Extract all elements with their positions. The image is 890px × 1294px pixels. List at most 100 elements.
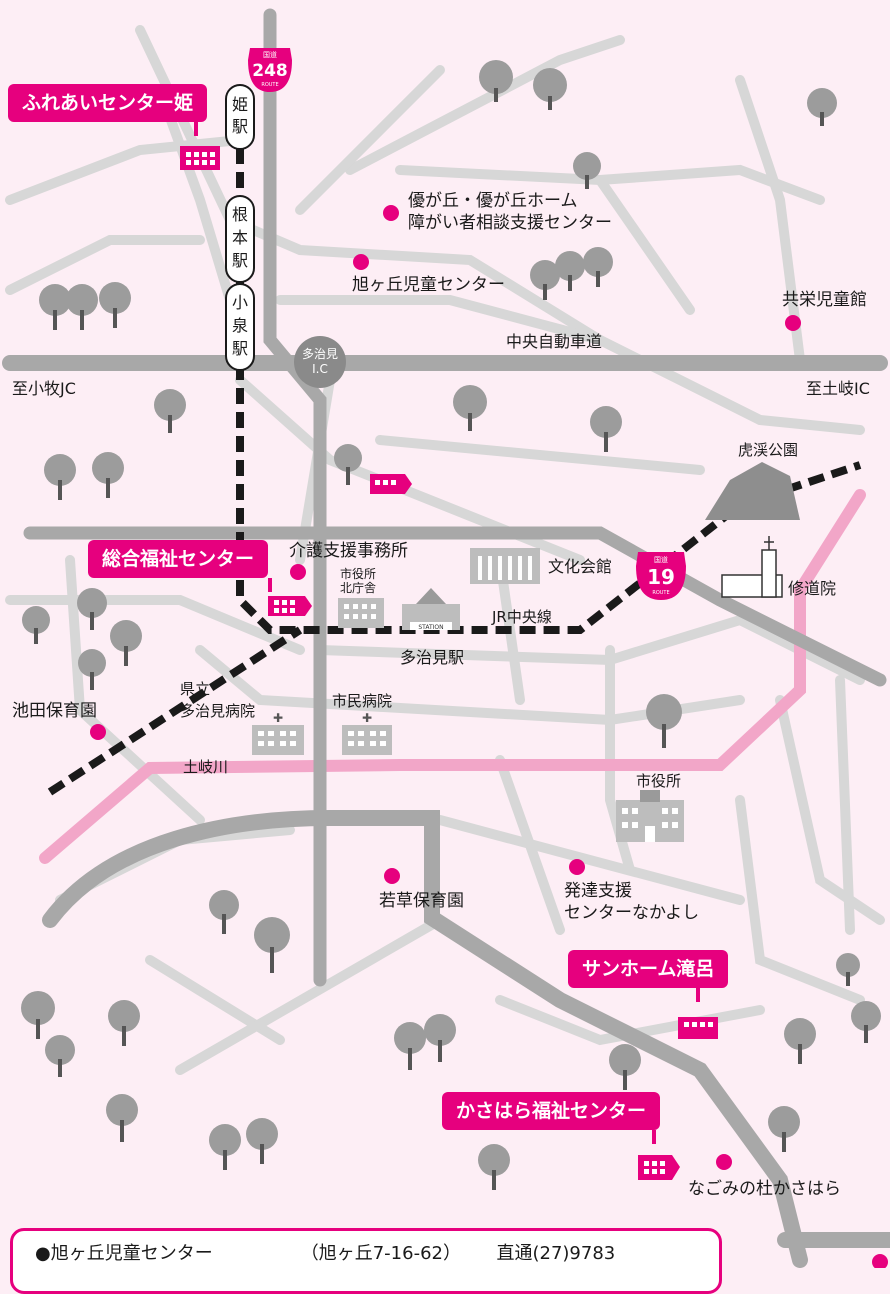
tree-icon: [533, 68, 567, 110]
shudoin-label: 修道院: [788, 579, 836, 598]
tree-icon: [44, 454, 76, 500]
tajimi-station-icon: STATION: [402, 588, 460, 631]
tree-icon: [22, 606, 50, 644]
tree-icon: [573, 152, 601, 189]
tree-icon: [394, 1022, 426, 1070]
fureai-building-icon: [180, 146, 220, 170]
svg-text:ROUTE: ROUTE: [261, 82, 278, 88]
svg-text:248: 248: [252, 61, 288, 81]
tree-icon: [209, 1124, 241, 1170]
svg-text:根本駅: 根本駅: [232, 205, 248, 270]
legend-right-dot: [872, 1254, 888, 1268]
tree-icon: [45, 1035, 75, 1077]
tree-icon: [99, 282, 131, 328]
fureai-center-callout[interactable]: ふれあいセンター姫: [8, 84, 208, 136]
svg-text:小泉駅: 小泉駅: [232, 293, 248, 358]
tajimi-station-label: 多治見駅: [400, 648, 464, 667]
yugaoka-dot: [383, 205, 399, 221]
tree-icon: [77, 588, 107, 630]
tree-icon: [590, 406, 622, 452]
svg-text:姫駅: 姫駅: [232, 95, 248, 136]
svg-text:国道: 国道: [263, 50, 277, 59]
city-office-north-label: 市役所北庁舎: [340, 566, 376, 595]
tree-icon: [555, 251, 585, 291]
kyoei-label: 共栄児童館: [782, 290, 867, 310]
sogo-welfare-center-callout[interactable]: 総合福祉センター: [88, 540, 273, 592]
tree-icon: [479, 60, 513, 102]
station-koizumi: 小泉駅: [225, 283, 255, 371]
hattatsu-dot: [569, 859, 585, 875]
tree-icon: [424, 1014, 456, 1062]
wakakusa-label: 若草保育園: [379, 891, 464, 911]
kaigo-label: 介護支援事務所: [289, 541, 408, 561]
svg-text:✚: ✚: [362, 711, 372, 725]
tree-icon: [583, 247, 613, 287]
ikeda-dot: [90, 724, 106, 740]
kyoei-dot: [785, 315, 801, 331]
city-hospital-label: 市民病院: [332, 692, 392, 710]
yugaoka-label: 優が丘・優が丘ホーム障がい者相談支援センター: [408, 191, 612, 233]
city-hall-icon: [616, 790, 684, 842]
toki-river-label: 土岐川: [183, 758, 228, 776]
jr-line-label: JR中央線: [491, 608, 552, 626]
legend-box: ●旭ヶ丘児童センター （旭ヶ丘7-16-62） 直通(27)9783: [10, 1228, 722, 1294]
highway-west-label: 至小牧JC: [12, 379, 76, 398]
tree-icon: [78, 649, 106, 690]
prefectural-hospital-icon: ✚: [252, 711, 304, 755]
kasahara-welfare-center-callout[interactable]: かさはら福祉センター: [442, 1092, 661, 1144]
hattatsu-label: 発達支援センターなかよし: [564, 881, 699, 923]
tree-icon: [609, 1044, 641, 1090]
unnamed-building-icon: [370, 474, 412, 494]
tree-icon: [851, 1001, 881, 1043]
station-nemoto: 根本駅: [225, 195, 255, 283]
highway-name: 中央自動車道: [506, 332, 602, 351]
tree-icon: [530, 260, 560, 300]
facility-dots: [90, 205, 888, 1268]
tree-icon: [646, 694, 682, 748]
svg-text:ROUTE: ROUTE: [652, 590, 669, 596]
nagomi-dot: [716, 1154, 732, 1170]
city-hospital-icon: ✚: [342, 711, 392, 755]
tree-icon: [39, 284, 71, 330]
kaigo-dot: [290, 564, 306, 580]
highway-east-label: 至土岐IC: [806, 379, 870, 398]
legend-address: （旭ヶ丘7-16-62）: [300, 1243, 461, 1264]
tree-icon: [110, 620, 142, 666]
church-icon: [721, 536, 783, 598]
tree-icon: [154, 389, 186, 433]
sogo-building-icon: [268, 596, 312, 616]
city-hall-label: 市役所: [636, 772, 681, 790]
tree-icon: [209, 890, 239, 934]
bunka-kaikan-label: 文化会館: [548, 557, 612, 576]
legend-phone: 直通(27)9783: [496, 1243, 616, 1264]
tree-icon: [92, 452, 124, 498]
wakakusa-dot: [384, 868, 400, 884]
route-248-shield: 国道 248 ROUTE: [248, 48, 292, 92]
svg-text:19: 19: [647, 565, 675, 589]
sunhome-takiro-callout[interactable]: サンホーム滝呂: [568, 950, 729, 1002]
tree-icon: [334, 444, 362, 485]
svg-text:✚: ✚: [273, 711, 283, 725]
nagomi-label: なごみの杜かさはら: [688, 1179, 841, 1199]
tree-icon: [106, 1094, 138, 1142]
tree-icon: [478, 1144, 510, 1190]
legend-facility-name: ●旭ヶ丘児童センター: [35, 1243, 213, 1264]
tree-icon: [784, 1018, 816, 1064]
tree-icon: [21, 991, 55, 1039]
bunka-kaikan-icon: [470, 548, 540, 584]
tree-icon: [768, 1106, 800, 1152]
kasahara-building-icon: [638, 1155, 680, 1180]
sunhome-building-icon: [678, 1017, 718, 1039]
route-19-shield: 国道 19 ROUTE: [636, 552, 686, 600]
tree-icon: [807, 88, 837, 126]
asahigaoka-label: 旭ヶ丘児童センター: [352, 275, 505, 295]
legend-row: ●旭ヶ丘児童センター （旭ヶ丘7-16-62） 直通(27)9783: [35, 1239, 615, 1265]
tree-icon: [108, 1000, 140, 1046]
tree-icon: [254, 917, 290, 973]
building-icons: [180, 146, 718, 1180]
svg-text:国道: 国道: [654, 555, 668, 564]
tree-icons: [21, 60, 881, 1190]
tree-icon: [246, 1118, 278, 1164]
